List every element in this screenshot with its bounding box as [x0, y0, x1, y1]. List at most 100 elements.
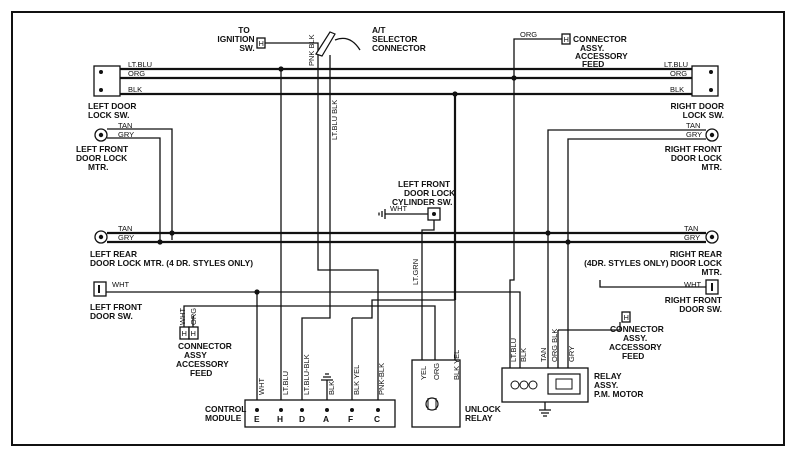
relay-assy-pm-motor	[501, 367, 589, 403]
right-front-door-switch	[705, 279, 719, 295]
svg-text:LT.BLU: LT.BLU	[128, 60, 152, 69]
svg-text:BLK YEL: BLK YEL	[452, 350, 461, 380]
svg-text:GRY: GRY	[684, 233, 700, 242]
svg-text:ACCESSORY: ACCESSORY	[609, 342, 662, 352]
svg-text:BLK YEL: BLK YEL	[352, 365, 361, 395]
svg-text:E: E	[254, 414, 260, 424]
svg-text:WHT: WHT	[390, 204, 407, 213]
connector-right-label: CONNECTOR	[610, 324, 664, 334]
left-rear-lock-mtr-label: LEFT REAR	[90, 249, 137, 259]
svg-text:ACCESSORY: ACCESSORY	[575, 51, 628, 61]
svg-text:DOOR LOCK: DOOR LOCK	[76, 153, 127, 163]
svg-text:PNK BLK: PNK BLK	[307, 34, 316, 66]
svg-text:ORG BLK: ORG BLK	[550, 329, 559, 362]
svg-text:GRY: GRY	[118, 130, 134, 139]
connector-assy-right: H	[621, 311, 631, 323]
svg-text:H: H	[259, 39, 264, 48]
connector-assy-top-right: H	[561, 33, 571, 45]
right-door-lock-sw-label: RIGHT DOOR	[670, 101, 724, 111]
svg-text:H: H	[624, 313, 629, 322]
svg-text:FEED: FEED	[622, 351, 644, 361]
connector-assy-left: H H	[179, 326, 199, 340]
svg-text:DOOR LOCK: DOOR LOCK	[404, 188, 455, 198]
svg-text:ORG: ORG	[670, 69, 687, 78]
svg-text:ASSY: ASSY	[184, 350, 207, 360]
svg-text:BLK: BLK	[519, 348, 528, 362]
svg-text:TAN: TAN	[684, 224, 698, 233]
svg-text:FEED: FEED	[190, 368, 212, 378]
svg-text:YEL: YEL	[419, 366, 428, 380]
svg-text:H: H	[277, 414, 283, 424]
unlock-relay-label: UNLOCK	[465, 404, 501, 414]
svg-text:BLK: BLK	[327, 381, 336, 395]
right-rear-lock-mtr-label: RIGHT REAR	[670, 249, 722, 259]
svg-text:TAN: TAN	[118, 224, 132, 233]
relay-motor-label: RELAY	[594, 371, 622, 381]
svg-text:C: C	[374, 414, 380, 424]
svg-text:GRY: GRY	[118, 233, 134, 242]
svg-text:H: H	[182, 329, 187, 338]
svg-text:TAN: TAN	[118, 121, 132, 130]
right-front-door-sw-label: RIGHT FRONT	[665, 295, 723, 305]
svg-text:ORG: ORG	[520, 30, 537, 39]
to-ignition-label: TO	[238, 25, 250, 35]
svg-text:H: H	[564, 35, 569, 44]
left-front-door-switch	[93, 281, 107, 297]
svg-text:WHT: WHT	[257, 378, 266, 395]
svg-text:CONNECTOR: CONNECTOR	[372, 43, 426, 53]
svg-text:TAN: TAN	[686, 121, 700, 130]
svg-text:GRY: GRY	[686, 130, 702, 139]
left-door-lock-sw-label: LEFT DOOR	[88, 101, 136, 111]
svg-text:LT.BLU-BLK: LT.BLU-BLK	[302, 354, 311, 395]
left-rear-door-lock-motor	[94, 230, 108, 244]
svg-text:F: F	[348, 414, 353, 424]
right-door-lock-switch	[691, 65, 719, 97]
control-module	[244, 399, 396, 428]
at-selector-label: A/T	[372, 25, 386, 35]
svg-text:ORG: ORG	[432, 363, 441, 380]
svg-text:LT.BLU: LT.BLU	[281, 371, 290, 395]
svg-text:IGNITION: IGNITION	[217, 34, 254, 44]
module-wire-labels: WHT LT.BLU LT.BLU-BLK BLK BLK YEL PNK-BL…	[257, 354, 386, 395]
control-module-label: CONTROL	[205, 404, 246, 414]
diagram-frame	[11, 11, 785, 446]
svg-text:(4DR. STYLES ONLY) DOOR LOCK: (4DR. STYLES ONLY) DOOR LOCK	[584, 258, 722, 268]
svg-text:PNK-BLK: PNK-BLK	[377, 363, 386, 395]
svg-text:LT.BLU BLK: LT.BLU BLK	[330, 100, 339, 140]
svg-text:P.M. MOTOR: P.M. MOTOR	[594, 389, 643, 399]
unlock-relay	[411, 359, 461, 428]
svg-text:ASSY.: ASSY.	[594, 380, 618, 390]
svg-text:LT.GRN: LT.GRN	[411, 259, 420, 285]
svg-text:ORG: ORG	[189, 308, 198, 325]
left-front-lock-mtr-label: LEFT FRONT	[76, 144, 129, 154]
left-front-door-sw-label: LEFT FRONT	[90, 302, 143, 312]
svg-text:BLK: BLK	[670, 85, 684, 94]
svg-text:LOCK SW.: LOCK SW.	[88, 110, 129, 120]
svg-text:ASSY.: ASSY.	[580, 43, 604, 53]
connector-top-right-label: CONNECTOR	[573, 34, 627, 44]
svg-text:DOOR LOCK MTR. (4 DR. STYLES O: DOOR LOCK MTR. (4 DR. STYLES ONLY)	[90, 258, 253, 268]
svg-text:MTR.: MTR.	[702, 162, 722, 172]
svg-text:BLK: BLK	[128, 85, 142, 94]
right-front-door-lock-motor	[705, 128, 719, 142]
svg-text:WHT: WHT	[112, 280, 129, 289]
svg-text:MTR.: MTR.	[88, 162, 108, 172]
svg-text:MTR.: MTR.	[702, 267, 722, 277]
lf-cylinder-sw-label: LEFT FRONT	[398, 179, 451, 189]
left-door-lock-switch	[93, 65, 121, 97]
left-front-door-lock-motor	[94, 128, 108, 142]
svg-text:ORG: ORG	[128, 69, 145, 78]
right-front-lock-mtr-label: RIGHT FRONT	[665, 144, 723, 154]
svg-text:DOOR SW.: DOOR SW.	[90, 311, 133, 321]
svg-text:TAN: TAN	[539, 348, 548, 362]
svg-text:WHT: WHT	[684, 280, 701, 289]
svg-text:LOCK SW.: LOCK SW.	[683, 110, 724, 120]
svg-text:DOOR SW.: DOOR SW.	[679, 304, 722, 314]
svg-text:DOOR LOCK: DOOR LOCK	[671, 153, 722, 163]
svg-text:LT.BLU: LT.BLU	[664, 60, 688, 69]
svg-text:WHT: WHT	[178, 308, 187, 325]
svg-text:GRY: GRY	[567, 346, 576, 362]
svg-text:MODULE: MODULE	[205, 413, 242, 423]
svg-text:ASSY.: ASSY.	[623, 333, 647, 343]
